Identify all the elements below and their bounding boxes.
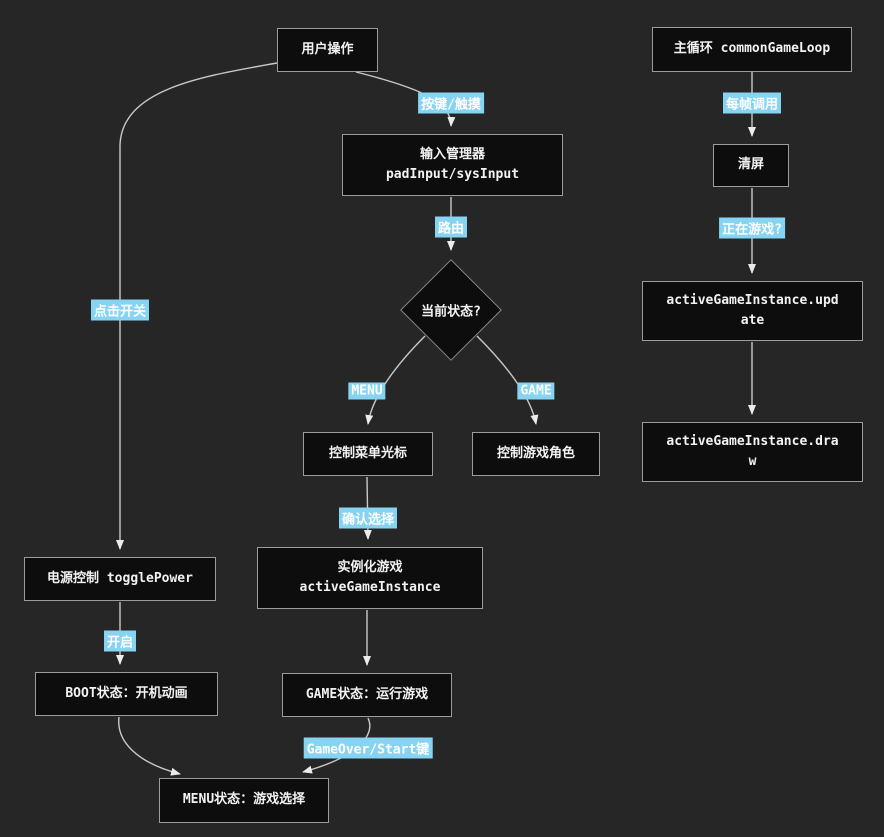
- edge-decision-to-gamechar: [476, 335, 539, 425]
- edge-label-confirm-select: 确认选择: [338, 507, 398, 529]
- edge-label-route: 路由: [434, 216, 468, 238]
- node-menu-cursor: 控制菜单光标: [303, 432, 433, 476]
- node-input-manager: 输入管理器 padInput/sysInput: [342, 134, 563, 196]
- edge-label-game: GAME: [517, 382, 555, 400]
- edge-label-per-frame: 每帧调用: [722, 92, 782, 114]
- node-label: 实例化游戏: [337, 559, 403, 575]
- edge-label-key-touch: 按键/触摸: [418, 92, 484, 114]
- edge-label-power-on: 开启: [103, 630, 137, 652]
- node-label: GAME状态：运行游戏: [305, 686, 429, 702]
- node-power-control: 电源控制 togglePower: [24, 557, 216, 601]
- edge-boot-to-menustate: [118, 716, 181, 776]
- node-label: 主循环 commonGameLoop: [673, 41, 831, 57]
- node-draw-call: activeGameInstance.dra w: [642, 422, 863, 482]
- node-label: 输入管理器: [419, 146, 485, 162]
- edge-label-gameover-start: GameOver/Start键: [303, 737, 433, 759]
- node-user-action: 用户操作: [277, 28, 378, 72]
- node-label-code: activeGameInstance.dra: [666, 433, 839, 449]
- node-label: 电源控制 togglePower: [47, 570, 193, 586]
- node-label: 控制菜单光标: [328, 445, 407, 461]
- node-label-code: activeGameInstance.upd: [666, 292, 839, 308]
- node-game-state: GAME状态：运行游戏: [282, 673, 452, 717]
- node-label: MENU状态：游戏选择: [182, 792, 306, 808]
- node-instantiate-game: 实例化游戏 activeGameInstance: [257, 547, 483, 609]
- node-clear-screen: 清屏: [713, 144, 789, 187]
- edge-label-menu: MENU: [348, 382, 386, 400]
- node-label-code: padInput/sysInput: [385, 167, 520, 182]
- node-menu-state: MENU状态：游戏选择: [159, 778, 329, 823]
- node-main-loop: 主循环 commonGameLoop: [652, 27, 852, 72]
- node-label: 用户操作: [301, 41, 354, 57]
- node-label-code: w: [748, 454, 757, 469]
- node-boot-state: BOOT状态：开机动画: [35, 672, 218, 716]
- edge-decision-to-menucursor: [365, 335, 426, 425]
- node-label-code: ate: [740, 313, 765, 328]
- node-label: 清屏: [737, 157, 764, 173]
- node-label: 控制游戏角色: [496, 445, 575, 461]
- edge-label-click-switch: 点击开关: [90, 299, 150, 321]
- edge-label-in-game: 正在游戏?: [719, 217, 785, 239]
- edge-user-to-power: [116, 62, 278, 550]
- node-label-code: activeGameInstance: [299, 580, 441, 595]
- node-game-char: 控制游戏角色: [472, 432, 600, 476]
- node-state-decision-label: 当前状态?: [421, 304, 481, 320]
- node-label: BOOT状态：开机动画: [65, 685, 188, 701]
- node-update-call: activeGameInstance.upd ate: [642, 281, 863, 341]
